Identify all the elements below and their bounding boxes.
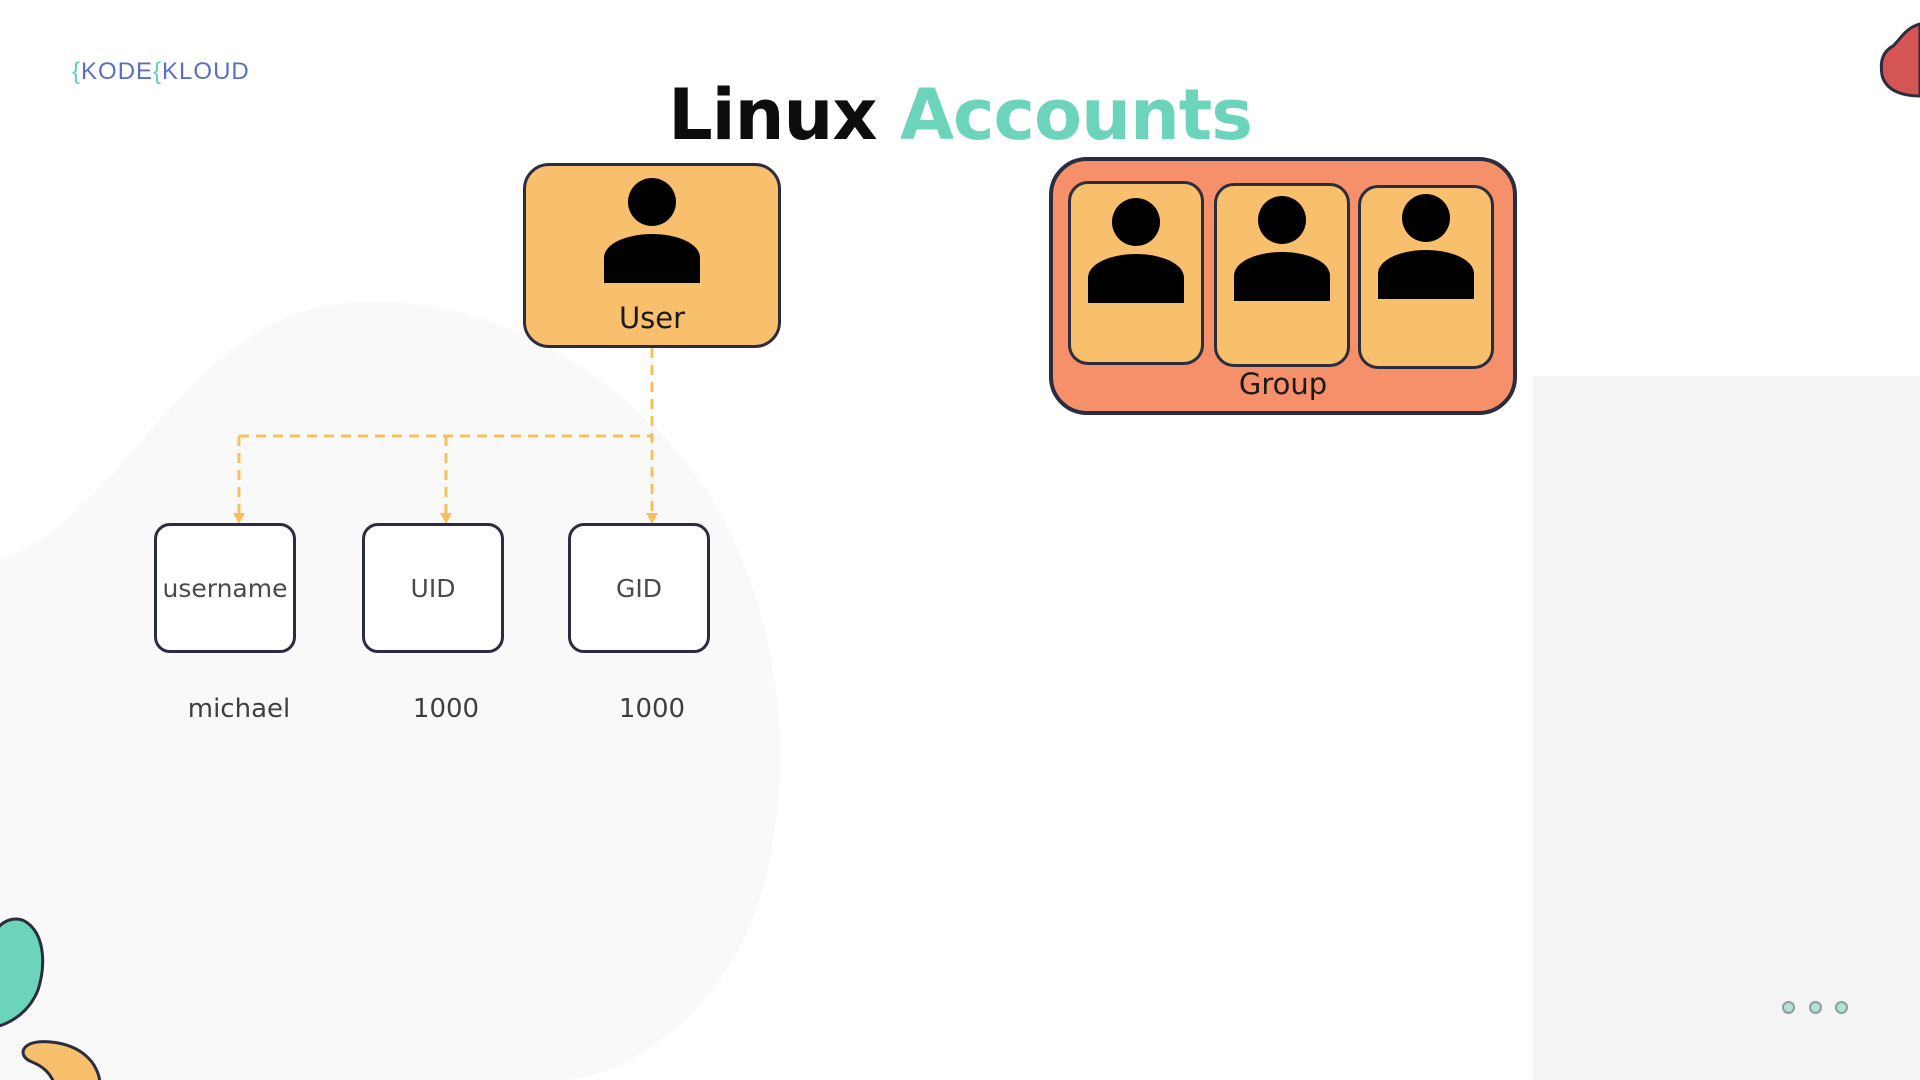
person-icon [1378, 194, 1474, 299]
person-icon [1234, 196, 1330, 301]
orange-blob [21, 1040, 102, 1080]
arrowheads [233, 513, 658, 524]
person-icon [604, 178, 700, 283]
group-label: Group [1238, 367, 1328, 401]
connector-lines [237, 348, 654, 516]
logo-text-kode: KODE [81, 58, 154, 85]
pager-dot[interactable] [1835, 1001, 1848, 1014]
kodekloud-logo: {KODE{KLOUD [72, 58, 250, 86]
title-word-accounts: Accounts [899, 74, 1253, 156]
title-word-linux: Linux [668, 74, 877, 156]
group-member-card [1068, 181, 1204, 365]
attribute-box-uid: UID [362, 523, 504, 653]
user-card: User [523, 163, 781, 348]
arrow-uid [440, 513, 452, 524]
group-member-card [1214, 183, 1350, 367]
pager-dot[interactable] [1809, 1001, 1822, 1014]
attribute-value-username: michael [187, 694, 291, 724]
teal-blob [0, 917, 45, 1028]
person-icon [1088, 198, 1184, 303]
logo-brace: { [153, 58, 163, 85]
arrow-username [233, 513, 245, 524]
background-blob [0, 301, 780, 1080]
attribute-value-gid: 1000 [618, 694, 686, 724]
pager-dot[interactable] [1782, 1001, 1795, 1014]
group-box: Group [1049, 157, 1517, 415]
group-member-card [1358, 185, 1494, 369]
side-panel [1533, 376, 1920, 1080]
red-blob [1879, 22, 1920, 98]
logo-brace: { [72, 58, 82, 85]
user-label: User [618, 301, 686, 335]
attribute-box-username: username [154, 523, 296, 653]
logo-text-kloud: KLOUD [162, 58, 250, 85]
attribute-box-gid: GID [568, 523, 710, 653]
arrow-gid [646, 513, 658, 524]
page-title: Linux Accounts [0, 70, 1920, 160]
attribute-value-uid: 1000 [412, 694, 480, 724]
